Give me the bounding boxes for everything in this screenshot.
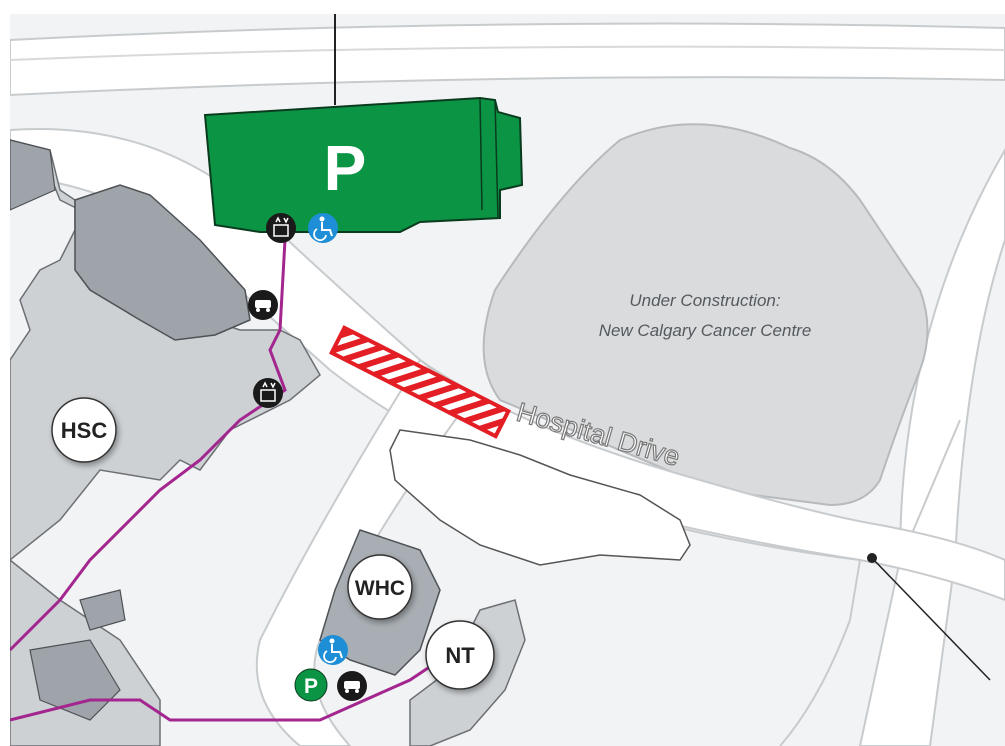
hospital-drive-road [9,127,1005,602]
hsc-wing-upper [74,184,251,341]
right-road [858,148,1005,746]
elevator-icon [253,378,283,408]
info-pointer-dot [867,553,877,563]
drop-off-icon [248,290,278,320]
whc-label: WHC [355,577,405,600]
drop-off-icon [337,671,367,701]
outline-building [389,429,691,566]
hsc-marker[interactable] [51,397,117,463]
construction-site [482,123,929,507]
road-closure [328,325,512,439]
construction-label-line2: New Calgary Cancer Centre [599,321,812,340]
whc-marker[interactable] [347,554,413,620]
accessible-icon [308,213,338,243]
parking-icon-label: P [304,675,318,698]
parking-icon: P [294,668,328,702]
construction-label-line1: Under Construction: [629,291,780,310]
info-pointer [871,557,991,681]
parkade-label: P [324,132,367,204]
nt-marker[interactable] [425,620,495,690]
nt-label: NT [445,643,475,668]
pedestrian-path [8,239,287,652]
accessible-icon [318,635,348,665]
hsc-label: HSC [61,418,108,443]
top-road [9,22,1005,97]
elevator-icon [266,213,296,243]
